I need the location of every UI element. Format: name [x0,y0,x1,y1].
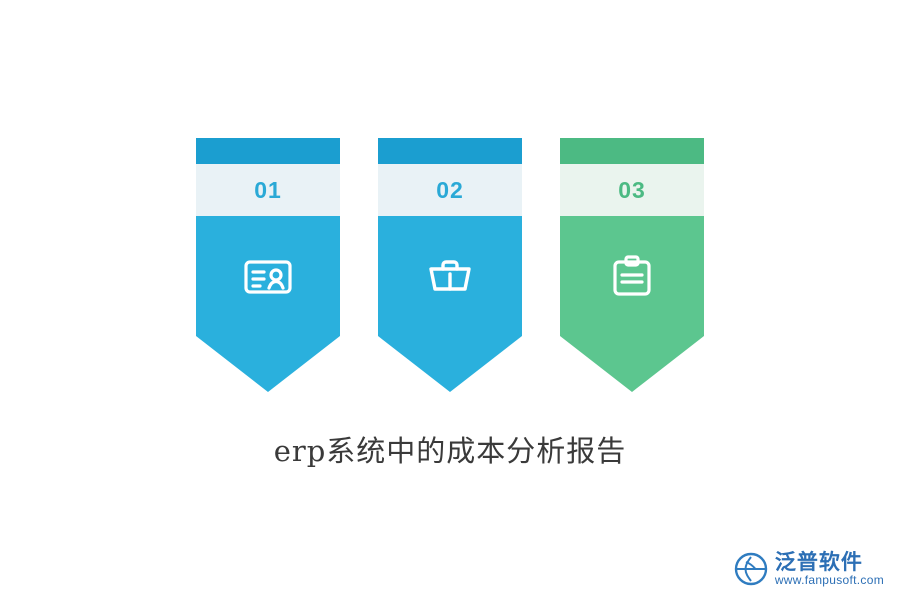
banner-03-number-strip: 03 [560,164,704,216]
banner-03: 03 [560,138,704,413]
banner-01-body [196,216,340,336]
brand-name: 泛普软件 [774,550,863,575]
brand-logo-icon [734,552,768,586]
page-title: erp系统中的成本分析报告 [273,434,627,468]
banner-02-number: 02 [436,176,464,203]
banner-01-number-strip: 01 [196,164,340,216]
banner-03-number: 03 [618,176,646,203]
brand-url: www.fanpusoft.com [774,573,884,588]
banner-02-tail [378,336,522,392]
banner-01-tail [196,336,340,392]
contact-card-icon [240,248,296,304]
banner-02-body [378,216,522,336]
banner-01-number: 01 [254,176,282,203]
clipboard-notes-icon [604,248,660,304]
shopping-basket-icon [422,248,478,304]
banner-row: 01 02 [0,138,900,413]
banner-02-number-strip: 02 [378,164,522,216]
watermark: 泛普软件 www.fanpusoft.com [734,550,884,588]
banner-03-body [560,216,704,336]
banner-03-tail [560,336,704,392]
banner-01-top-bar [196,138,340,164]
banner-03-top-bar [560,138,704,164]
banner-01: 01 [196,138,340,413]
watermark-text: 泛普软件 www.fanpusoft.com [775,550,884,588]
banner-02: 02 [378,138,522,413]
banner-02-top-bar [378,138,522,164]
